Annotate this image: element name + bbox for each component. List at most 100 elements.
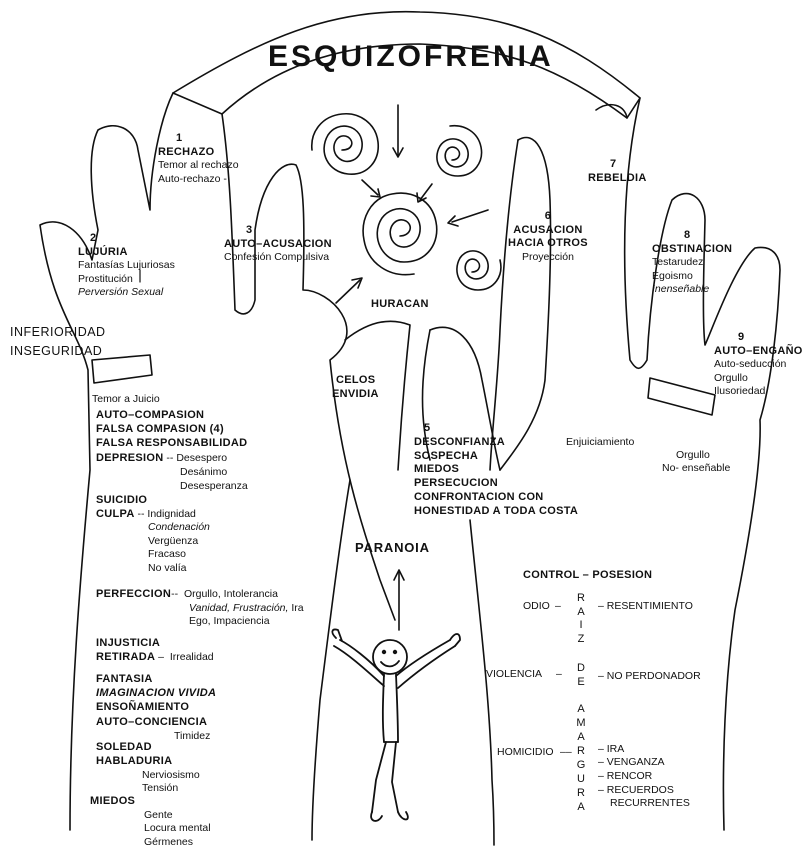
- amargura-letter: A: [574, 800, 588, 814]
- temor-juicio-label: Temor a Juicio: [92, 393, 160, 406]
- finger-1-line1: Temor al rechazo: [158, 159, 239, 173]
- de-letter: E: [574, 675, 588, 689]
- finger-3-block: 3 AUTO–ACUSACION Confesión Compulsiva: [224, 224, 332, 265]
- violencia-dash: –: [556, 668, 562, 681]
- habladuria-label: HABLADURIA: [96, 755, 200, 769]
- perfeccion-label: PERFECCION: [96, 588, 171, 600]
- control-posesion-label: CONTROL – POSESION: [523, 569, 652, 582]
- finger-9-block: 9 AUTO–ENGAÑO Auto-seducción Orgullo Ilu…: [714, 331, 803, 399]
- finger-2-line1: Fantasías Lujuriosas: [78, 259, 175, 273]
- desespero-label: Desespero: [176, 452, 227, 464]
- fantasia-block: FANTASIA IMAGINACION VIVIDA ENSOÑAMIENTO…: [96, 672, 216, 743]
- falsa-compasion-label: FALSA COMPASION (4): [96, 422, 248, 436]
- amargura-letter: R: [574, 744, 588, 758]
- amargura-vertical: A M A R G U R A: [574, 702, 588, 814]
- finger-6-heading2: HACIA OTROS: [508, 237, 588, 251]
- miedos-block: MIEDOS Gente Locura mental Gérmenes: [90, 795, 211, 849]
- finger-8-block: 8 OBSTINACION Testarudez Egoismo Inenseñ…: [652, 229, 732, 297]
- finger-1-block: 1 RECHAZO Temor al rechazo Auto-rechazo …: [158, 132, 239, 186]
- finger-3-number: 3: [246, 224, 332, 238]
- finger-8-number: 8: [684, 229, 732, 243]
- envidia-label: ENVIDIA: [332, 388, 379, 402]
- center-5-number: 5: [424, 422, 578, 436]
- resentimiento-label: – RESENTIMIENTO: [598, 600, 693, 613]
- amargura-letter: M: [574, 716, 588, 730]
- finger-3-heading: AUTO–ACUSACION: [224, 238, 332, 252]
- soledad-block: SOLEDAD HABLADURIA Nerviosismo Tensión: [96, 741, 200, 796]
- perfeccion-dash: --: [171, 588, 178, 600]
- amargura-letter: A: [574, 730, 588, 744]
- finger-9-number: 9: [738, 331, 803, 345]
- ensonamiento-label: ENSOÑAMIENTO: [96, 700, 216, 714]
- spiral-top-left-icon: [312, 114, 378, 174]
- irrealidad-label: Irrealidad: [170, 651, 214, 663]
- finger-9-line3: Ilusoriedad: [714, 385, 803, 399]
- orgullo-label: Orgullo: [676, 449, 710, 462]
- no-valia-label: No valía: [148, 562, 210, 576]
- desanimo-label: Desánimo: [180, 465, 248, 479]
- germenes-label: Gérmenes: [144, 836, 211, 850]
- orgullo-intolerancia-label: Orgullo, Intolerancia: [184, 588, 278, 600]
- finger-8-line2: Egoismo: [652, 270, 732, 284]
- finger-9-line2: Orgullo: [714, 372, 803, 386]
- perfeccion-block: PERFECCION-- Orgullo, Intolerancia Vanid…: [96, 588, 304, 629]
- finger-7-heading: REBELDIA: [588, 172, 647, 186]
- raiz-letter: I: [574, 619, 588, 633]
- condenacion-label: Condenación: [148, 521, 210, 535]
- rencor-label: – RENCOR: [598, 770, 652, 783]
- fracaso-label: Fracaso: [148, 548, 210, 562]
- gente-label: Gente: [144, 809, 211, 823]
- left-column-top: AUTO–COMPASION FALSA COMPASION (4) FALSA…: [96, 408, 248, 493]
- finger-2-heading: LUJÚRIA: [78, 246, 175, 260]
- inseguridad-label: INSEGURIDAD: [10, 345, 102, 358]
- raiz-vertical: R A I Z: [574, 592, 588, 646]
- finger-1-heading: RECHAZO: [158, 146, 239, 160]
- center-block-5: 5 DESCONFIANZA SOSPECHA MIEDOS PERSECUCI…: [414, 422, 578, 519]
- finger-2-block: 2 LUJÚRIA Fantasías Lujuriosas Prostituc…: [78, 232, 175, 300]
- finger-6-number: 6: [508, 210, 588, 224]
- desconfianza-label: DESCONFIANZA: [414, 436, 578, 450]
- soledad-label: SOLEDAD: [96, 741, 200, 755]
- venganza-label: – VENGANZA: [598, 756, 665, 769]
- finger-6-block: 6 ACUSACION HACIA OTROS Proyección: [508, 210, 588, 264]
- amargura-letter: A: [574, 702, 588, 716]
- de-letter: D: [574, 661, 588, 675]
- finger-7-number: 7: [610, 158, 647, 172]
- vanidad-label: Vanidad, Frustración,: [189, 602, 288, 614]
- spiral-top-right-icon: [437, 126, 482, 176]
- paranoia-label: PARANOIA: [355, 541, 430, 554]
- suicidio-block: SUICIDIO CULPA -- Indignidad Condenación…: [96, 494, 210, 575]
- retirada-dash: –: [158, 651, 164, 663]
- auto-compasion-label: AUTO–COMPASION: [96, 408, 248, 422]
- finger-3-line1: Confesión Compulsiva: [224, 251, 332, 265]
- stick-figure-icon: [332, 629, 460, 820]
- recurrentes-label: RECURRENTES: [610, 797, 690, 810]
- ego-label: Ego, Impaciencia: [189, 615, 304, 629]
- miedos-label: MIEDOS: [414, 463, 578, 477]
- desesperanza-label: Desesperanza: [180, 479, 248, 493]
- spiral-center-icon: [363, 193, 437, 275]
- finger-6-line1: Proyección: [508, 251, 588, 265]
- indignidad-label: Indignidad: [147, 508, 195, 520]
- raiz-letter: A: [574, 606, 588, 620]
- celos-label: CELOS: [336, 374, 379, 388]
- enjuiciamiento-label: Enjuiciamiento: [566, 436, 634, 449]
- amargura-letter: R: [574, 786, 588, 800]
- sospecha-label: SOSPECHA: [414, 450, 578, 464]
- finger-1-line2: Auto-rechazo -: [158, 173, 239, 187]
- auto-conciencia-label: AUTO–CONCIENCIA: [96, 715, 216, 729]
- verguenza-label: Vergüenza: [148, 535, 210, 549]
- imaginacion-label: IMAGINACION VIVIDA: [96, 686, 216, 700]
- celos-block: CELOS ENVIDIA: [332, 374, 379, 401]
- no-ensenable-label: No- enseñable: [662, 462, 730, 475]
- retirada-label: RETIRADA: [96, 651, 155, 663]
- diagram-title: ESQUIZOFRENIA: [268, 40, 554, 74]
- depresion-label: DEPRESION: [96, 452, 164, 464]
- raiz-letter: Z: [574, 633, 588, 647]
- injusticia-label: INJUSTICIA: [96, 636, 214, 650]
- inferioridad-label: INFERIORIDAD: [10, 326, 106, 339]
- miedos-left-label: MIEDOS: [90, 795, 211, 809]
- violencia-label: VIOLENCIA: [486, 668, 542, 681]
- huracan-label: HURACAN: [371, 298, 429, 311]
